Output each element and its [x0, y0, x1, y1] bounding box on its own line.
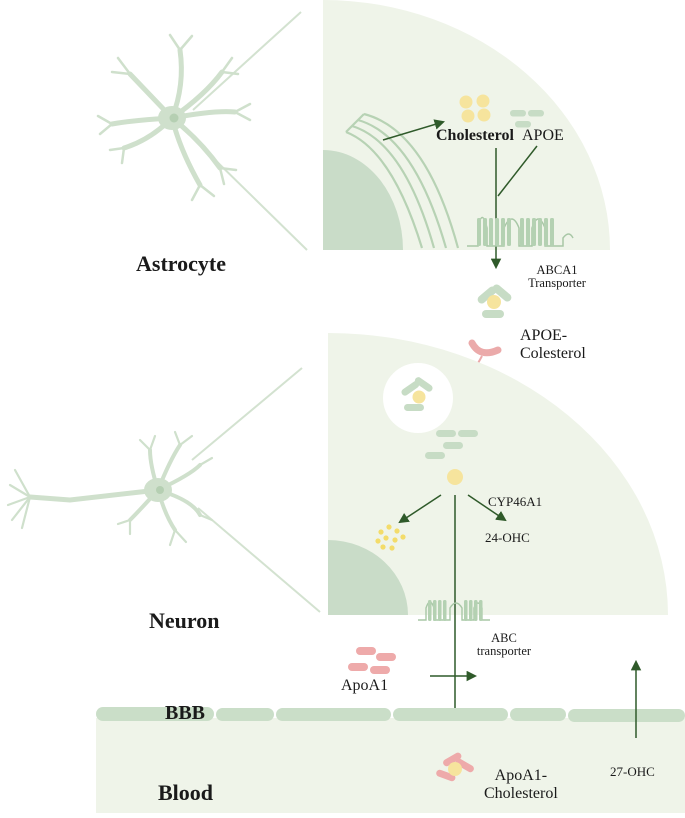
- label-apoe-colesterol: APOE- Colesterol: [520, 327, 586, 363]
- neuron-nucleus-dot: [156, 486, 164, 494]
- label-abca1-transporter: ABCA1 Transporter: [521, 264, 593, 290]
- apoa1-cholesterol-complex: [436, 752, 474, 782]
- abc-transporter: [418, 600, 490, 621]
- zoom-line-neuron-bottom: [197, 507, 321, 613]
- arrow-er-to-cholesterol: [382, 119, 446, 141]
- free-apoe-neuron: [425, 430, 478, 459]
- label-apoe-colesterol-line1: APOE-: [520, 327, 568, 344]
- apoe-particles: [510, 110, 544, 128]
- astrocyte-nucleus-dot: [169, 113, 179, 123]
- label-apoa1: ApoA1: [341, 677, 389, 694]
- label-abca1-transporter-word: Transporter: [528, 276, 586, 290]
- label-abc: ABC: [491, 631, 517, 645]
- neuron-cell: [6, 430, 214, 547]
- astrocyte-zoom-panel: [323, 0, 610, 250]
- abca1-transporter: [467, 216, 574, 247]
- astrocyte-nucleus: [323, 150, 403, 250]
- label-bbb: BBB: [165, 702, 206, 724]
- apoa1-particles: [348, 647, 396, 674]
- apoe-cholesterol-complex: [477, 284, 512, 318]
- lipid-droplets: [375, 524, 406, 551]
- arrow-to-24ohc: [467, 494, 507, 522]
- label-24ohc: 24-OHC: [485, 530, 530, 545]
- label-abc-transporter-word: transporter: [476, 644, 532, 658]
- free-cholesterol-neuron: [447, 469, 463, 485]
- zoom-line-neuron-top: [191, 367, 303, 461]
- label-cyp46a1: CYP46A1: [488, 494, 543, 509]
- label-abca1: ABCA1: [536, 263, 578, 277]
- label-astrocyte: Astrocyte: [136, 251, 226, 276]
- label-27ohc: 27-OHC: [610, 764, 655, 779]
- label-cholesterol: Cholesterol: [436, 127, 514, 144]
- endosome-complex: [401, 377, 433, 411]
- bbb-membrane: [96, 707, 685, 722]
- label-blood: Blood: [158, 780, 214, 805]
- arrow-apoe-join: [497, 145, 538, 197]
- label-apoa1-cholesterol-line2: Cholesterol: [484, 785, 558, 802]
- neuron-nucleus: [328, 540, 408, 615]
- arrow-to-droplets: [398, 494, 442, 524]
- label-abc-transporter: ABC transporter: [464, 632, 544, 658]
- endoplasmic-reticulum: [345, 112, 460, 249]
- label-neuron: Neuron: [149, 608, 220, 633]
- cholesterol-particles: [459, 94, 491, 123]
- label-apoa1-cholesterol: ApoA1- Cholesterol: [484, 767, 558, 803]
- blood-compartment: [96, 718, 685, 813]
- label-apoe-colesterol-line2: Colesterol: [520, 345, 586, 362]
- zoom-line-astrocyte-top: [192, 11, 302, 111]
- label-apoa1-cholesterol-line1: ApoA1-: [494, 767, 548, 784]
- label-apoe: APOE: [522, 127, 564, 144]
